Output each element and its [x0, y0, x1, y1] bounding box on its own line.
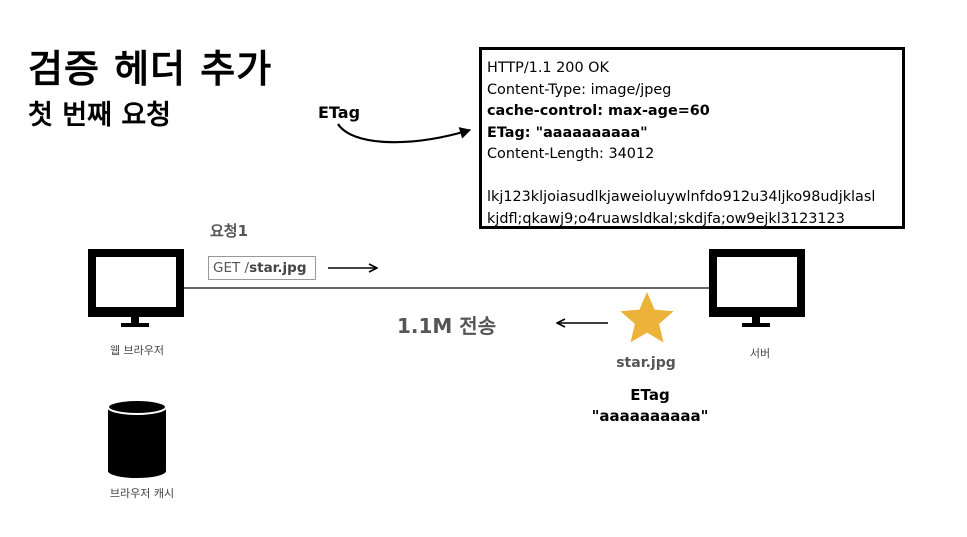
star-etag-title: ETag [630, 386, 670, 404]
star-etag-value: "aaaaaaaaaa" [591, 407, 709, 425]
response-content-type: Content-Type: image/jpeg [487, 81, 672, 98]
request-method: GET / [213, 260, 250, 276]
response-cache-control: cache-control: max-age=60 [487, 103, 710, 119]
http-response-box: HTTP/1.1 200 OK Content-Type: image/jpeg… [479, 47, 905, 229]
response-content-length: Content-Length: 34012 [487, 146, 655, 162]
star-etag: ETag "aaaaaaaaaa" [580, 385, 720, 427]
response-etag-header: ETag: "aaaaaaaaaa" [487, 124, 648, 141]
response-body-line-2: kjdfl;qkawj9;o4ruawsldkal;skdjfa;ow9ejkl… [487, 210, 845, 227]
page-title: 검증 헤더 추가 [28, 47, 273, 91]
response-blank-line [487, 166, 902, 188]
database-cylinder-icon [107, 399, 167, 478]
request-label: 요청1 [210, 222, 249, 240]
request-box: GET /star.jpg [208, 256, 316, 280]
browser-monitor-icon [88, 249, 184, 327]
star-file-label: star.jpg [616, 355, 676, 371]
cache-label: 브라우저 캐시 [109, 487, 175, 500]
etag-curved-arrow [337, 123, 471, 144]
page-subtitle: 첫 번째 요청 [28, 100, 171, 131]
server-label: 서버 [749, 347, 771, 360]
response-body-line-1: lkj123kljoiasudlkjaweioluywlnfdo912u34lj… [487, 189, 876, 205]
etag-arrow-label: ETag [318, 103, 361, 122]
star-icon [620, 292, 674, 343]
server-monitor-icon [709, 249, 805, 327]
browser-label: 웹 브라우저 [109, 344, 165, 357]
response-status-line: HTTP/1.1 200 OK [487, 60, 609, 76]
request-path: star.jpg [249, 260, 307, 276]
transfer-label: 1.1M 전송 [397, 314, 497, 338]
